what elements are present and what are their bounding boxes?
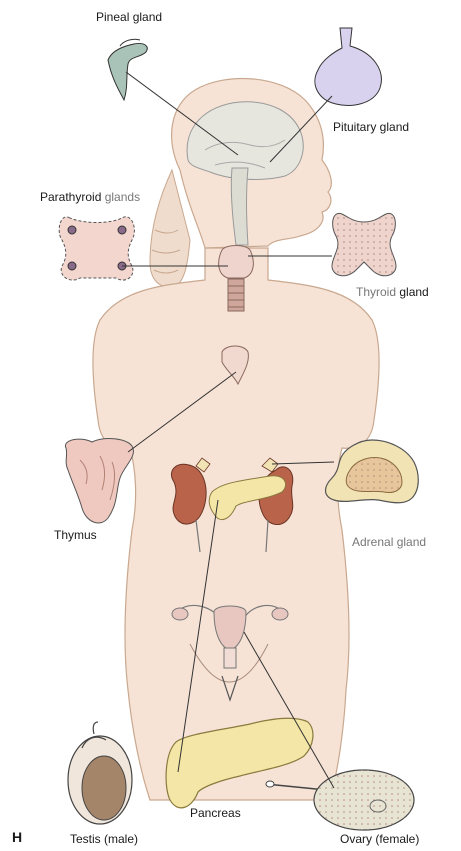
pancreas-label: Pancreas [190,806,241,820]
adrenal-gland-label: Adrenal gland [352,535,426,549]
thymus-label: Thymus [54,528,97,542]
thyroid-label-main: Thyroid [356,285,396,299]
adrenal-label-text: Adrenal gland [352,535,426,549]
thymus-drawing [65,439,133,523]
thyroid-label-rest: gland [396,285,429,299]
torso [93,248,379,800]
pituitary-gland-drawing [315,28,381,105]
pineal-gland-label: Pineal gland [96,10,162,24]
thyroid-gland-label: Thyroid gland [356,285,429,299]
left-kidney [171,464,206,524]
testis-label: Testis (male) [70,832,138,846]
pineal-gland-drawing [108,39,147,100]
thyroid-gland-drawing [332,213,396,275]
parathyroid-label-main: Parathyroid [40,190,101,204]
testis-drawing [68,722,132,824]
pituitary-gland-label: Pituitary gland [333,120,409,134]
body-silhouette [93,79,379,800]
parathyroid-glands-label: Parathyroid glands [40,190,140,204]
parathyroid-label-rest: glands [101,190,140,204]
figure-letter: H [12,830,22,844]
parathyroid-glands-drawing [59,217,134,280]
ovary-label: Ovary (female) [340,832,419,846]
